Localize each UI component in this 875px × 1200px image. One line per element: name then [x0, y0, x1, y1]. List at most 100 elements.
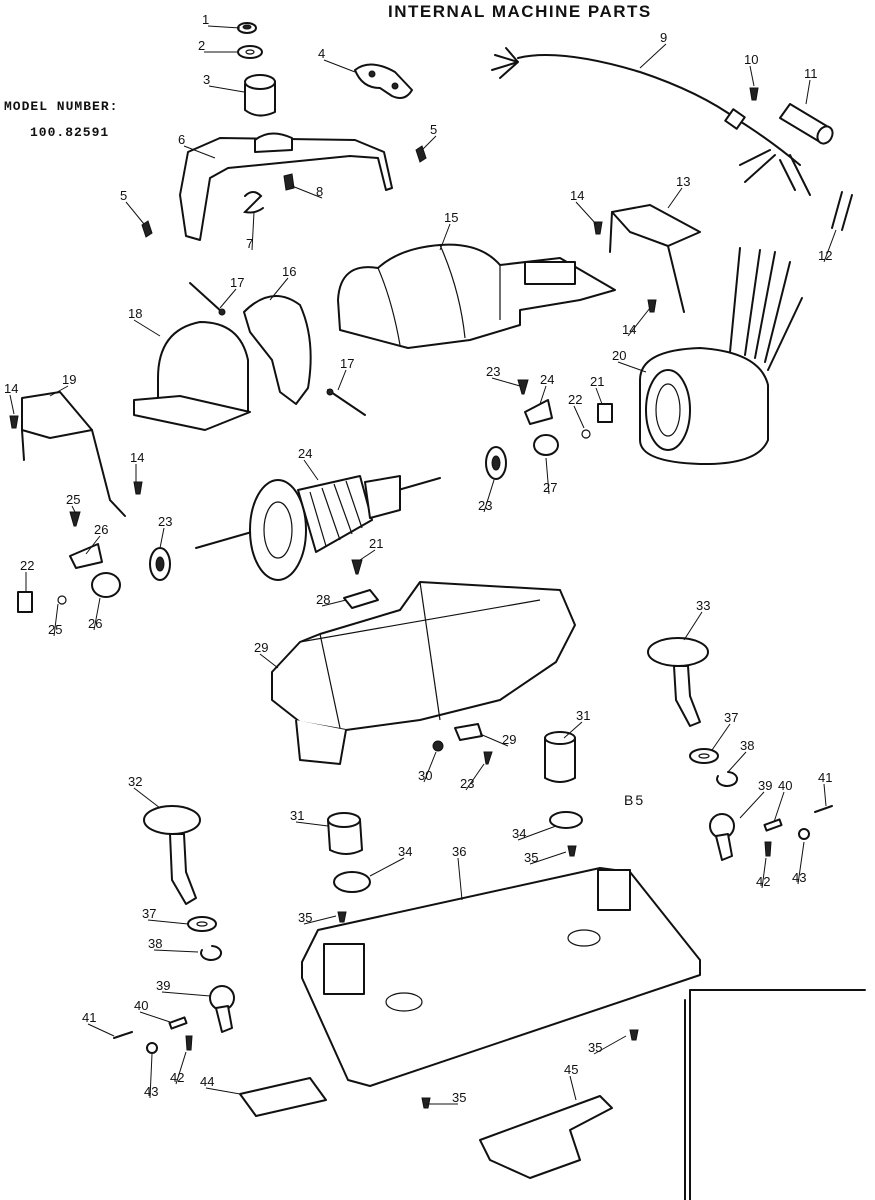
leader-line-26 — [85, 535, 101, 555]
callout-label-44: 44 — [200, 1074, 214, 1089]
part-5-screw — [141, 145, 427, 238]
callout-labels: 1234556789101112131414141516171718191420… — [4, 12, 832, 1105]
part-10-screw — [749, 87, 759, 101]
leader-line-23 — [483, 479, 495, 513]
model-number: 100.82591 — [30, 125, 110, 140]
leader-line-17 — [219, 288, 237, 309]
part-12-leads — [831, 191, 853, 231]
leader-line-38 — [727, 751, 747, 773]
callout-label-43: 43 — [144, 1084, 158, 1099]
part-45-lever — [479, 1095, 613, 1179]
leader-line-16 — [269, 277, 289, 301]
leader-line-24 — [539, 385, 547, 405]
callout-label-42: 42 — [170, 1070, 184, 1085]
callout-label-9: 9 — [660, 30, 667, 45]
part-38-retaining-ring — [200, 771, 739, 961]
part-18-end-shield — [133, 321, 251, 431]
callout-label-18: 18 — [128, 306, 142, 321]
leader-line-22 — [573, 405, 585, 429]
part-11-capacitor — [779, 103, 834, 145]
callout-label-12: 12 — [818, 248, 832, 263]
frame-edge — [684, 989, 866, 1200]
callout-label-38: 38 — [740, 738, 754, 753]
part-42-screw — [185, 841, 772, 1051]
part-19-bracket — [21, 391, 126, 517]
leader-line-19 — [49, 385, 69, 397]
part-39-crank — [209, 813, 735, 1033]
leader-lines — [9, 25, 837, 1105]
callout-label-30: 30 — [418, 768, 432, 783]
callout-label-14: 14 — [4, 381, 18, 396]
callout-label-27: 27 — [543, 480, 557, 495]
leader-line-20 — [617, 361, 647, 373]
callout-label-14: 14 — [570, 188, 584, 203]
callout-label-6: 6 — [178, 132, 185, 147]
leader-line-14 — [575, 201, 597, 225]
leader-line-14 — [627, 307, 651, 337]
leader-line-24 — [303, 459, 319, 481]
callout-label-14: 14 — [622, 322, 636, 337]
leader-line-14 — [9, 394, 15, 415]
callout-label-35: 35 — [298, 910, 312, 925]
leader-line-43 — [797, 841, 805, 885]
callout-label-5: 5 — [120, 188, 127, 203]
part-1-nut — [237, 22, 257, 34]
leader-line-29 — [479, 733, 509, 747]
leader-line-33 — [683, 611, 703, 641]
callout-label-21: 21 — [590, 374, 604, 389]
callout-label-39: 39 — [758, 778, 772, 793]
leader-line-6 — [183, 145, 216, 159]
callout-label-34: 34 — [398, 844, 412, 859]
leader-line-9 — [639, 43, 667, 69]
leader-line-40 — [773, 791, 785, 823]
part-7-spring — [242, 191, 264, 214]
leader-line-37 — [711, 723, 731, 751]
callout-label-29: 29 — [254, 640, 268, 655]
callout-label-13: 13 — [676, 174, 690, 189]
leader-line-25 — [53, 603, 59, 637]
leader-line-37 — [147, 919, 189, 925]
leader-line-23 — [491, 377, 521, 387]
leader-line-28 — [321, 599, 347, 607]
callout-label-17: 17 — [230, 275, 244, 290]
leader-line-42 — [175, 1051, 187, 1085]
callout-label-31: 31 — [290, 808, 304, 823]
callout-label-26: 26 — [94, 522, 108, 537]
callout-label-37: 37 — [142, 906, 156, 921]
part-28-frame — [271, 581, 576, 765]
callout-label-14: 14 — [130, 450, 144, 465]
part-9-power-cord — [491, 47, 811, 196]
part-33-feed-rod — [647, 637, 709, 727]
callout-label-25: 25 — [66, 492, 80, 507]
callout-label-35: 35 — [452, 1090, 466, 1105]
callout-label-3: 3 — [203, 72, 210, 87]
part-15-motor-housing — [337, 243, 616, 349]
callout-label-8: 8 — [316, 184, 323, 199]
part-36-base-plate — [301, 867, 701, 1087]
callout-label-40: 40 — [778, 778, 792, 793]
part-21-brush-holder — [17, 403, 613, 613]
callout-label-35: 35 — [524, 850, 538, 865]
callout-label-22: 22 — [20, 558, 34, 573]
part-4-clamp — [354, 63, 413, 99]
model-info: MODEL NUMBER: 100.82591 — [4, 94, 118, 146]
callout-label-19: 19 — [62, 372, 76, 387]
part-26-bearing — [149, 446, 507, 581]
callout-label-32: 32 — [128, 774, 142, 789]
leader-line-36 — [457, 857, 463, 901]
callout-label-23: 23 — [478, 498, 492, 513]
leader-line-34 — [517, 825, 557, 841]
callout-label-22: 22 — [568, 392, 582, 407]
leader-line-10 — [749, 65, 755, 87]
diagram-title: INTERNAL MACHINE PARTS — [388, 2, 652, 21]
part-24-brush — [69, 399, 553, 569]
leader-line-42 — [761, 857, 767, 889]
part-29-plate — [343, 589, 483, 741]
callout-label-24: 24 — [298, 446, 312, 461]
leader-line-3 — [208, 85, 245, 93]
callout-label-17: 17 — [340, 356, 354, 371]
callout-label-40: 40 — [134, 998, 148, 1013]
part-20-field-coil — [639, 247, 803, 466]
callout-label-45: 45 — [564, 1062, 578, 1077]
part-6-bracket — [179, 132, 393, 241]
